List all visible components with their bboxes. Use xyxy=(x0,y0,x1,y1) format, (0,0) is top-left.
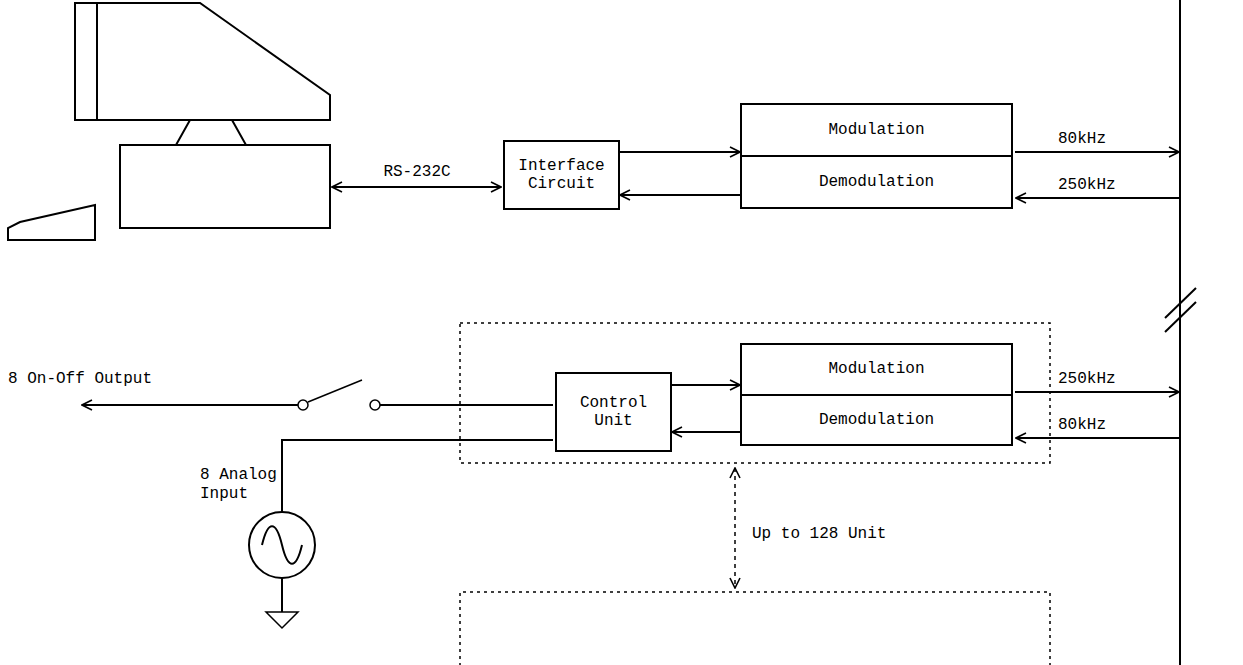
switch-contact xyxy=(298,400,308,410)
switch-lever xyxy=(308,380,362,402)
monitor xyxy=(75,3,330,120)
signal-arrow xyxy=(620,151,740,153)
process-box: Demodulation xyxy=(740,155,1013,209)
bus-break xyxy=(1165,302,1196,332)
process-box: Interface Circuit xyxy=(503,140,620,210)
process-box: Modulation xyxy=(740,103,1013,157)
ground-symbol xyxy=(266,612,298,628)
monitor-bezel xyxy=(96,3,98,120)
ground-wire xyxy=(281,578,283,612)
signal-label: 80kHz xyxy=(1058,416,1106,435)
signal-label: 8 On-Off Output xyxy=(8,370,152,389)
computer-body xyxy=(120,145,330,228)
bus-wire xyxy=(1015,391,1179,393)
box-label: Modulation xyxy=(828,360,924,378)
sine-symbol xyxy=(262,526,302,564)
unit-outline xyxy=(460,592,1050,665)
signal-label: 250kHz xyxy=(1058,370,1116,389)
box-label: Interface Circuit xyxy=(511,157,612,194)
process-box: Control Unit xyxy=(555,372,672,452)
box-label: Modulation xyxy=(828,121,924,139)
input-wire xyxy=(282,440,553,512)
bus-line xyxy=(1179,0,1181,665)
signal-label: RS-232C xyxy=(372,163,462,182)
bus-wire xyxy=(1015,151,1179,153)
signal-label: 250kHz xyxy=(1058,176,1116,195)
process-box: Demodulation xyxy=(740,394,1013,446)
box-label: Demodulation xyxy=(819,173,934,191)
bus-break xyxy=(1165,288,1196,318)
unit-outline xyxy=(460,323,1050,463)
repeat-arrow xyxy=(734,468,736,588)
bus-wire xyxy=(1016,437,1180,439)
signal-arrow xyxy=(672,431,740,433)
rs232-wire xyxy=(332,186,501,188)
bus-wire xyxy=(1016,197,1180,199)
box-label: Demodulation xyxy=(819,411,934,429)
signal-arrow xyxy=(620,194,740,196)
box-label: Control Unit xyxy=(563,394,664,431)
signal-label: Up to 128 Unit xyxy=(752,525,886,544)
signal-arrow xyxy=(672,384,740,386)
signal-label: 8 Analog Input xyxy=(200,466,286,504)
switch-contact xyxy=(370,400,380,410)
output-wire xyxy=(82,404,298,406)
keyboard xyxy=(8,205,95,240)
signal-label: 80kHz xyxy=(1058,130,1106,149)
monitor-stand xyxy=(176,120,246,145)
output-wire xyxy=(380,404,553,406)
process-box: Modulation xyxy=(740,343,1013,396)
ac-source xyxy=(249,512,315,578)
